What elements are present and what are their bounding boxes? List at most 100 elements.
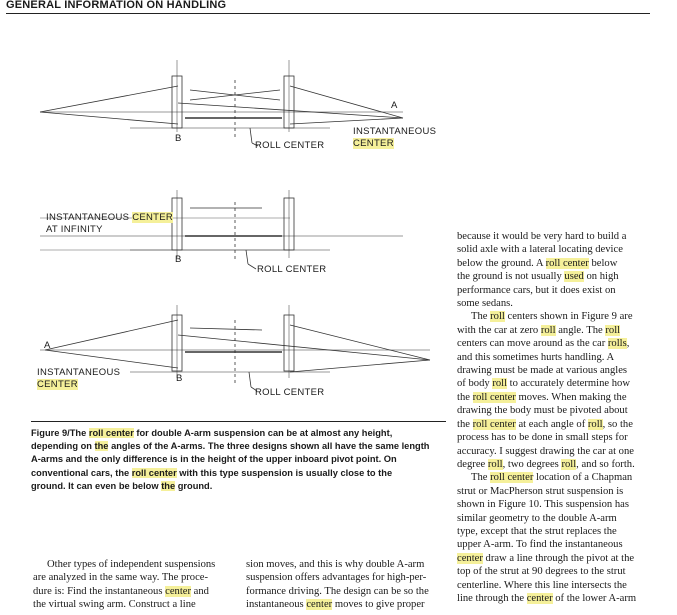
text-segment: performance cars, but it does exist on xyxy=(457,284,616,296)
text-segment: , and so forth. xyxy=(576,458,635,470)
text-segment: depending on xyxy=(31,441,95,452)
text-line: process has to be done in small steps fo… xyxy=(457,431,677,444)
highlighted-term: center xyxy=(165,585,191,597)
text-segment: with the car at zero xyxy=(457,324,541,336)
text-line: because it would be very hard to build a xyxy=(457,230,677,243)
text-line: of body roll to accurately determine how xyxy=(457,377,677,390)
text-segment: , so the xyxy=(602,418,633,430)
text-segment: of body xyxy=(457,378,493,390)
diagram-3-label-b: B xyxy=(176,373,183,384)
text-segment: centerline. Where this line intersects t… xyxy=(457,579,627,591)
text-segment: conventional cars, the xyxy=(31,467,132,478)
text-segment: and xyxy=(191,585,209,597)
figure-caption: Figure 9/The roll center for double A-ar… xyxy=(31,421,446,493)
text-line: strut or MacPherson strut suspension is xyxy=(457,485,677,498)
text-segment: with this type suspension is usually clo… xyxy=(176,467,393,478)
text-segment: for double A-arm suspension can be at al… xyxy=(133,428,393,438)
text-segment: line through the xyxy=(457,592,527,604)
diagram-2-label-b: B xyxy=(175,254,182,265)
highlighted-term: roll xyxy=(490,311,505,323)
text-line: centers can move around as the car rolls… xyxy=(457,337,677,350)
text-line: the ground is not usually used on high xyxy=(457,270,677,283)
figure-9-diagrams xyxy=(39,60,431,392)
text-line: suspension offers advantages for high-pe… xyxy=(246,571,451,584)
text-line: type, except that the strut replaces the xyxy=(457,525,677,538)
text-segment: , xyxy=(626,338,630,350)
text-segment: process has to be done in small steps fo… xyxy=(457,432,628,444)
diagram-1 xyxy=(39,60,404,147)
text-segment: draw a line through the pivot at the xyxy=(482,552,635,564)
diagram-2 xyxy=(40,190,403,270)
highlighted-term: center xyxy=(526,592,553,604)
text-line: instantaneous center moves to give prope… xyxy=(246,598,451,611)
highlighted-term: roll center xyxy=(472,391,516,403)
text-segment: location of a Chapman xyxy=(533,472,633,484)
text-segment: A-arms and the only difference is in the… xyxy=(31,454,397,465)
text-segment: Other types of independent suspensions xyxy=(47,559,216,570)
text-line: centerline. Where this line intersects t… xyxy=(457,579,677,592)
diagram-2-instantaneous-center: INSTANTANEOUS CENTER xyxy=(46,212,174,223)
text-line: ground. It can even be below the ground. xyxy=(31,480,446,493)
text-segment: degree xyxy=(457,458,488,470)
text-line: conventional cars, the roll center with … xyxy=(31,467,446,480)
text-line: depending on the angles of the A-arms. T… xyxy=(31,440,446,453)
text-segment: the xyxy=(457,391,473,403)
text-segment: moves to give proper xyxy=(332,599,425,611)
text-line: sion moves, and this is why double A-arm xyxy=(246,558,451,571)
text-line: some sedans. xyxy=(457,297,677,310)
text-line: with the car at zero roll angle. The rol… xyxy=(457,324,677,337)
text-line: performance cars, but it does exist on xyxy=(457,284,677,297)
highlighted-term: roll xyxy=(492,378,508,390)
highlighted-term: roll center xyxy=(131,467,177,478)
text-segment: the xyxy=(457,418,473,430)
text-segment: shown in Figure 10. This suspension has xyxy=(457,499,629,511)
highlighted-term: roll center xyxy=(88,428,134,438)
page-header: GENERAL INFORMATION ON HANDLING xyxy=(6,0,650,14)
text-segment: on high xyxy=(583,271,619,283)
text-line: upper A-arm. To find the instantaneous xyxy=(457,538,677,551)
text-line: dure is: Find the instantaneous center a… xyxy=(33,585,243,598)
highlighted-term: roll center xyxy=(545,257,589,269)
highlighted-term: the xyxy=(94,441,109,452)
bottom-middle-text: sion moves, and this is why double A-arm… xyxy=(246,558,451,612)
text-segment: suspension offers advantages for high-pe… xyxy=(246,572,427,584)
diagram-3-instantaneous: INSTANTANEOUS xyxy=(37,367,121,378)
text-line: are analyzed in the same way. The proce- xyxy=(33,571,243,584)
text-line: The roll center location of a Chapman xyxy=(457,471,677,484)
header-title: GENERAL INFORMATION ON HANDLING xyxy=(6,0,227,11)
diagram-1-label-a: A xyxy=(391,100,398,111)
right-column-lines: because it would be very hard to build a… xyxy=(457,230,677,605)
text-line: A-arms and the only difference is in the… xyxy=(31,453,446,466)
text-segment: ground. It can even be below xyxy=(31,480,162,491)
diagram-1-label-b: B xyxy=(175,133,182,144)
text-segment: top of the strut at 90 degrees to the st… xyxy=(457,566,626,578)
text-line: Figure 9/The roll center for double A-ar… xyxy=(31,427,446,440)
highlighted-term: roll center xyxy=(472,418,516,430)
highlighted-term: roll xyxy=(561,458,577,470)
text-segment: solid axle with a lateral locating devic… xyxy=(457,244,623,256)
diagram-3-center: CENTER xyxy=(37,379,78,390)
text-segment: Figure 9/The xyxy=(31,428,89,438)
highlighted-term: roll xyxy=(587,418,603,430)
text-line: similar geometry to the double A-arm xyxy=(457,512,677,525)
highlighted-term: roll xyxy=(487,458,503,470)
center-word: CENTER xyxy=(132,212,174,223)
highlighted-term: roll xyxy=(540,324,556,336)
text-line: solid axle with a lateral locating devic… xyxy=(457,243,677,256)
text-segment: The xyxy=(471,311,491,323)
text-line: Other types of independent suspensions xyxy=(33,558,243,571)
text-segment: similar geometry to the double A-arm xyxy=(457,512,617,524)
text-line: the roll center at each angle of roll, s… xyxy=(457,418,677,431)
text-segment: because it would be very hard to build a xyxy=(457,231,627,242)
diagram-2-roll-center: ROLL CENTER xyxy=(257,264,327,275)
text-segment: dure is: Find the instantaneous xyxy=(33,585,166,597)
highlighted-term: center xyxy=(457,552,483,564)
highlighted-term: used xyxy=(564,271,584,283)
text-line: and this sometimes hurts handling. A xyxy=(457,351,677,364)
text-line: line through the center of the lower A-a… xyxy=(457,592,677,605)
text-line: drawing the body must be pivoted about xyxy=(457,404,677,417)
text-line: formance driving. The design can be so t… xyxy=(246,585,451,598)
text-segment: below the ground. A xyxy=(457,257,546,269)
text-segment: instantaneous xyxy=(246,599,307,611)
text-line: top of the strut at 90 degrees to the st… xyxy=(457,565,677,578)
